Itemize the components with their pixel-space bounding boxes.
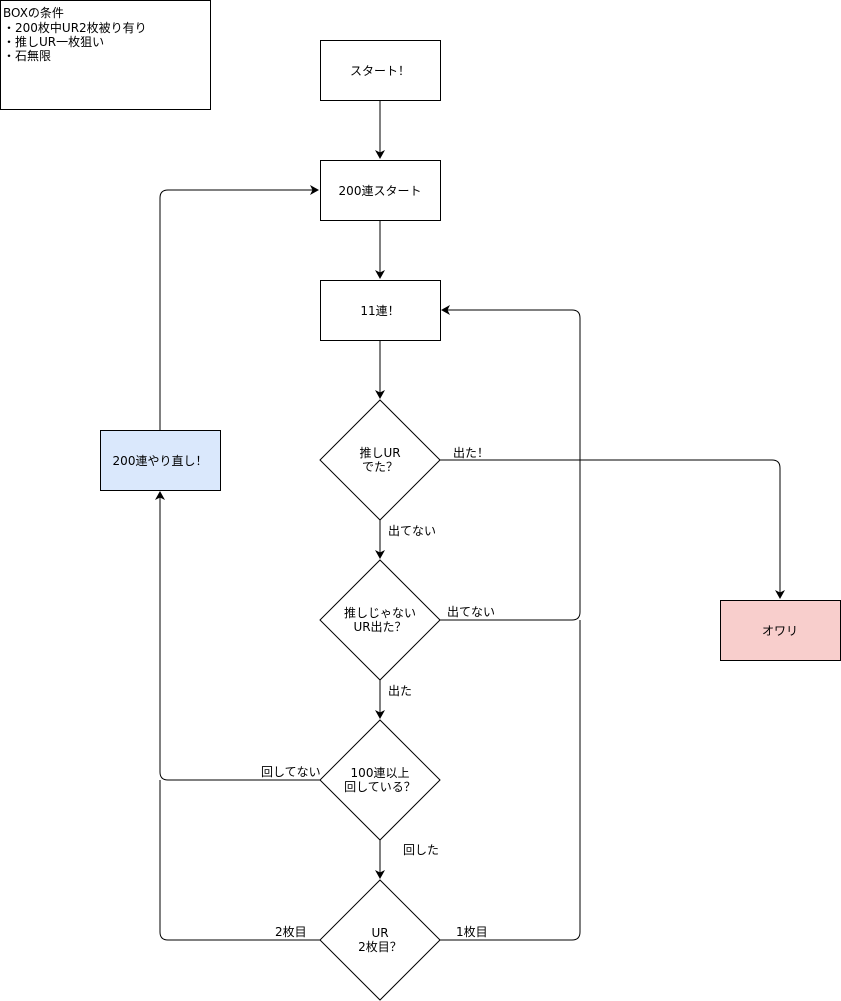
note-line-2: ・推しUR一枚狙い [3, 34, 104, 49]
edge-label-oshi-no: 出てない [388, 524, 436, 538]
decision-100-pulls[interactable]: 100連以上 回している？ [319, 719, 441, 841]
edge-oshi-yes-to-end [440, 459, 785, 599]
start-200-node[interactable]: 200連スタート [320, 160, 441, 221]
decision-other-ur[interactable]: 推しじゃない UR出た？ [319, 559, 441, 681]
pull-11-node[interactable]: 11連！ [320, 280, 441, 341]
note-line-1: ・200枚中UR2枚被り有り [3, 20, 147, 35]
decision-other-line-1: 推しじゃない [344, 606, 416, 620]
redo-200-label: 200連やり直し！ [113, 454, 208, 468]
decision-oshi-line-2: でた？ [362, 460, 398, 474]
edge-label-100-no: 回してない [261, 765, 321, 779]
decision-second-ur[interactable]: UR 2枚目？ [319, 879, 441, 1001]
edge-other-no-to-11 [440, 305, 581, 621]
edge-label-other-no: 出てない [447, 605, 495, 619]
start-node[interactable]: スタート！ [320, 40, 441, 101]
decision-100-line-1: 100連以上 [351, 766, 410, 780]
note-title: BOXの条件 [3, 6, 64, 20]
edge-label-second-no: 1枚目 [456, 924, 488, 939]
condition-note[interactable]: BOXの条件 ・200枚中UR2枚被り有り ・推しUR一枚狙い ・石無限 [0, 0, 211, 110]
edge-label-oshi-yes: 出た！ [453, 446, 489, 460]
decision-second-line-1: UR [371, 926, 388, 940]
decision-oshi-ur[interactable]: 推しUR でた？ [319, 399, 441, 521]
edge-label-other-yes: 出た [388, 684, 412, 698]
edge-label-second-yes: 2枚目 [275, 924, 307, 939]
end-node-label: オワリ [762, 624, 798, 638]
edge-label-100-yes: 回した [403, 843, 439, 857]
edge-100-no-to-redo [155, 491, 320, 781]
start-200-label: 200連スタート [339, 184, 422, 198]
decision-100-line-2: 回している？ [344, 780, 416, 794]
edge-redo-to-200 [159, 185, 319, 430]
start-node-label: スタート！ [350, 64, 410, 78]
note-line-3: ・石無限 [3, 48, 51, 63]
pull-11-label: 11連！ [360, 304, 399, 318]
redo-200-node[interactable]: 200連やり直し！ [100, 430, 221, 491]
edge-second-no-to-11 [440, 620, 581, 941]
decision-other-line-2: UR出た？ [353, 620, 406, 634]
decision-oshi-line-1: 推しUR [359, 446, 400, 460]
edge-second-yes-to-redo [159, 780, 320, 941]
end-node[interactable]: オワリ [720, 600, 841, 661]
decision-second-line-2: 2枚目？ [358, 939, 402, 954]
